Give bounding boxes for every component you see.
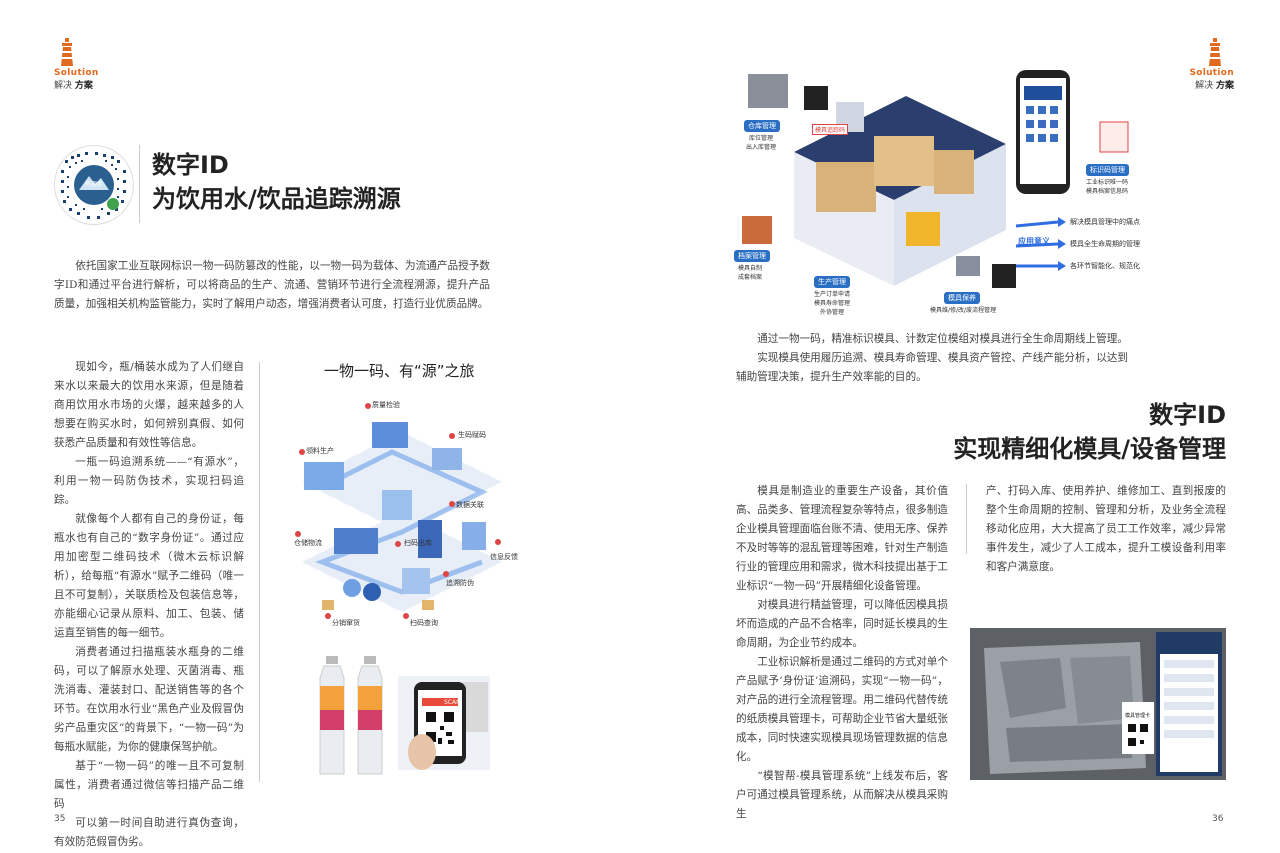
left-body-p3: 就像每个人都有自己的身份证，每瓶水也有自己的“数字身份证”。通过应用加密型二维码…: [54, 513, 244, 639]
meaning-1: 解决模具管理中的痛点: [1070, 218, 1140, 226]
node-material: 领料生产: [306, 447, 334, 455]
lighthouse-icon: [1209, 38, 1221, 66]
node-scan: 扫码查询: [410, 619, 438, 627]
qr-badge: 有源水: [84, 181, 103, 188]
traceability-diagram: 质量检验 领料生产 生码赋码 数据关联 仓储物流 扫码出库 信息反馈 追溯防伪 …: [282, 392, 522, 628]
node-quality: 质量检验: [372, 401, 400, 409]
right-col1-p4: “模智帮-模具管理系统”上线发布后，客户可通过模具管理系统，从而解决从模具采购生: [736, 770, 948, 820]
lighthouse-icon: [61, 38, 73, 66]
mold-photo: 模具管理卡: [970, 628, 1226, 780]
left-body-p6: 可以第一时间自助进行真伪查询，有效防范假冒伪劣。: [54, 817, 244, 848]
brand-en: Solution: [1189, 68, 1234, 78]
brand-cn: 解决 方案: [1195, 81, 1234, 91]
caption-line1: 通过一物一码，精准标识模具、计数定位模组对模具进行全生命周期线上管理。: [757, 333, 1128, 345]
brand-en: Solution: [54, 68, 99, 78]
right-title-line2: 实现精细化模具/设备管理: [953, 435, 1226, 463]
right-brand-logo: Solution 解决 方案: [1184, 38, 1234, 91]
node-trace: 追溯防伪: [446, 579, 474, 587]
mini-program-qr: 有源水: [54, 145, 134, 225]
meaning-3: 各环节智能化、规范化: [1070, 262, 1140, 270]
left-page-number: 35: [54, 814, 66, 824]
label-codes: 标识码管理: [1086, 164, 1129, 176]
node-outbound: 扫码出库: [404, 539, 432, 547]
left-body-p5: 基于“一物一码”的唯一且不可复制属性，消费者通过微信等扫描产品二维码: [54, 760, 244, 810]
right-col1: 模具是制造业的重要生产设备，其价值高、品类多、管理流程复杂等特点，很多制造企业模…: [736, 482, 948, 824]
right-title: 数字ID 实现精细化模具/设备管理: [860, 398, 1226, 466]
brand-cn: 解决 方案: [54, 81, 93, 91]
sub-maintenance: 模具维/修/改/废流程管理: [930, 307, 997, 314]
caption-line2: 实现模具使用履历追溯、模具寿命管理、模具资产管控、产线产能分析，以达到辅助管理决…: [736, 352, 1128, 383]
isometric-flow-illustration: [295, 403, 502, 619]
right-col2: 产、打码入库、使用养护、维修加工、直到报废的整个生命周期的控制、管理和分析，及业…: [986, 485, 1226, 573]
label-production: 生产管理: [814, 276, 850, 288]
right-page-number: 36: [1212, 814, 1224, 824]
left-title-line1: 数字ID: [152, 151, 229, 179]
app-meaning: 应用意义: [1018, 237, 1050, 246]
right-col1-p2: 对模具进行精益管理，可以降低因模具损坏而造成的产品不合格率，同时延长模具的生命周…: [736, 599, 948, 649]
scan-label: SCAN: [444, 699, 461, 706]
mold-management-diagram: 仓库管理 库位管理 出入库管理 档案管理 模具自制 成套档案 生产管理 生产订单…: [734, 66, 1154, 318]
label-warehouse: 仓库管理: [744, 120, 780, 132]
node-feedback: 信息反馈: [490, 553, 518, 561]
phone-scan-photo: SCAN: [398, 676, 490, 770]
warehouse-illustration: [742, 70, 1129, 288]
sub-codes: 工业标识唯一码 模具档案信息码: [1086, 179, 1129, 195]
water-bottles-photo: [318, 656, 394, 778]
right-caption: 通过一物一码，精准标识模具、计数定位模组对模具进行全生命周期线上管理。 实现模具…: [736, 330, 1128, 387]
label-archive: 档案管理: [734, 250, 770, 262]
node-distribution: 分销窜货: [332, 619, 360, 627]
sub-warehouse: 库位管理 出入库管理: [746, 135, 777, 151]
left-body: 现如今，瓶/桶装水成为了人们继自来水以来最大的饮用水来源，但是随着商用饮用水市场…: [54, 358, 244, 852]
left-col-divider: [259, 362, 260, 782]
left-body-p4: 消费者通过扫描瓶装水瓶身的二维码，可以了解原水处理、灭菌消毒、瓶洗消毒、灌装封口…: [54, 646, 244, 753]
right-col1-p1: 模具是制造业的重要生产设备，其价值高、品类多、管理流程复杂等特点，很多制造企业模…: [736, 485, 948, 592]
right-col1-p3: 工业标识解析是通过二维码的方式对单个产品赋予‘身份证’追溯码，实现“一物一码”，…: [736, 656, 948, 763]
left-brand-logo: Solution 解决 方案: [54, 38, 104, 91]
right-title-line1: 数字ID: [1149, 401, 1226, 429]
diagram-title: 一物一码、有“源”之旅: [324, 362, 475, 380]
node-data: 数据关联: [456, 501, 484, 509]
meaning-2: 模具全生命周期的管理: [1070, 240, 1140, 248]
left-body-p2: 一瓶一码追溯系统——“有源水”，利用一物一码防伪技术，实现扫码追踪。: [54, 456, 244, 506]
left-body-p1: 现如今，瓶/桶装水成为了人们继自来水以来最大的饮用水来源，但是随着商用饮用水市场…: [54, 361, 244, 449]
title-divider: [139, 145, 140, 223]
label-maintenance: 模具保养: [944, 292, 980, 304]
mold-card-label: 模具管理卡: [1125, 713, 1151, 719]
left-title: 数字ID 为饮用水/饮品追踪溯源: [152, 148, 401, 216]
sub-production: 生产订单申请 模具寿命管理 外协管理: [814, 291, 851, 316]
qr-code-icon: [61, 152, 126, 219]
mold-tag: 模具追踪码: [812, 124, 849, 135]
sub-archive: 模具自制 成套档案: [738, 265, 763, 281]
left-title-line2: 为饮用水/饮品追踪溯源: [152, 185, 401, 213]
node-coding: 生码赋码: [458, 431, 486, 439]
node-warehouse: 仓储物流: [294, 539, 322, 547]
right-col-divider: [966, 484, 967, 554]
left-intro: 依托国家工业互联网标识一物一码防篡改的性能，以一物一码为载体、为流通产品授予数字…: [54, 260, 490, 310]
